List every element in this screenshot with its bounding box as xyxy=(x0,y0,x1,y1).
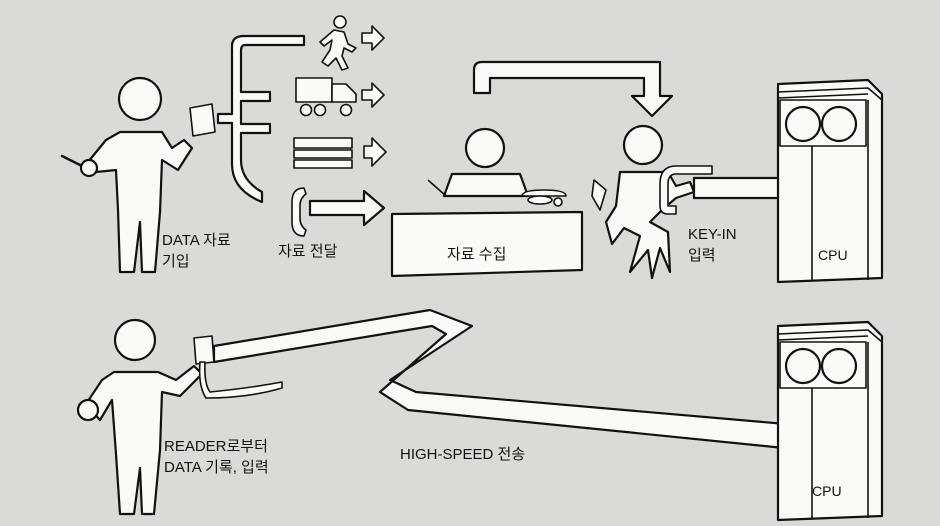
small-arrow-3 xyxy=(364,138,386,166)
keyin-label-line1: KEY-IN xyxy=(688,224,737,245)
high-speed-transmission-label: HIGH-SPEED 전송 xyxy=(400,444,525,465)
branch-bracket xyxy=(218,36,304,202)
data-entry-label: DATA 자료 기입 xyxy=(162,230,231,272)
cpu-label-top: CPU xyxy=(818,245,848,266)
data-entry-label-line1: DATA 자료 xyxy=(162,230,231,251)
reader-label-line2: DATA 기록, 입력 xyxy=(164,457,269,478)
data-transfer-label: 자료 전달 xyxy=(278,241,337,262)
telephone-handset-icon xyxy=(292,188,306,236)
reader-label-line1: READER로부터 xyxy=(164,436,269,457)
cpu-label-bottom: CPU xyxy=(812,481,842,502)
transfer-arrow xyxy=(310,191,384,225)
reader-label: READER로부터 DATA 기록, 입력 xyxy=(164,436,269,478)
truck-icon xyxy=(296,78,356,116)
small-arrow-2 xyxy=(362,83,384,107)
data-collection-label: 자료 수집 xyxy=(447,244,506,265)
document-stack-icon xyxy=(294,138,352,168)
walking-messenger-icon xyxy=(320,16,356,70)
desk-telephone-icon xyxy=(522,190,566,206)
keyin-label-line2: 입력 xyxy=(688,245,737,266)
high-speed-transmission-arrow xyxy=(214,310,808,462)
data-entry-label-line2: 기입 xyxy=(162,251,231,272)
keyin-label: KEY-IN 입력 xyxy=(688,224,737,266)
overhead-feedback-arrow xyxy=(474,62,672,116)
clerk-icon xyxy=(444,129,528,196)
small-arrow-1 xyxy=(362,26,384,50)
